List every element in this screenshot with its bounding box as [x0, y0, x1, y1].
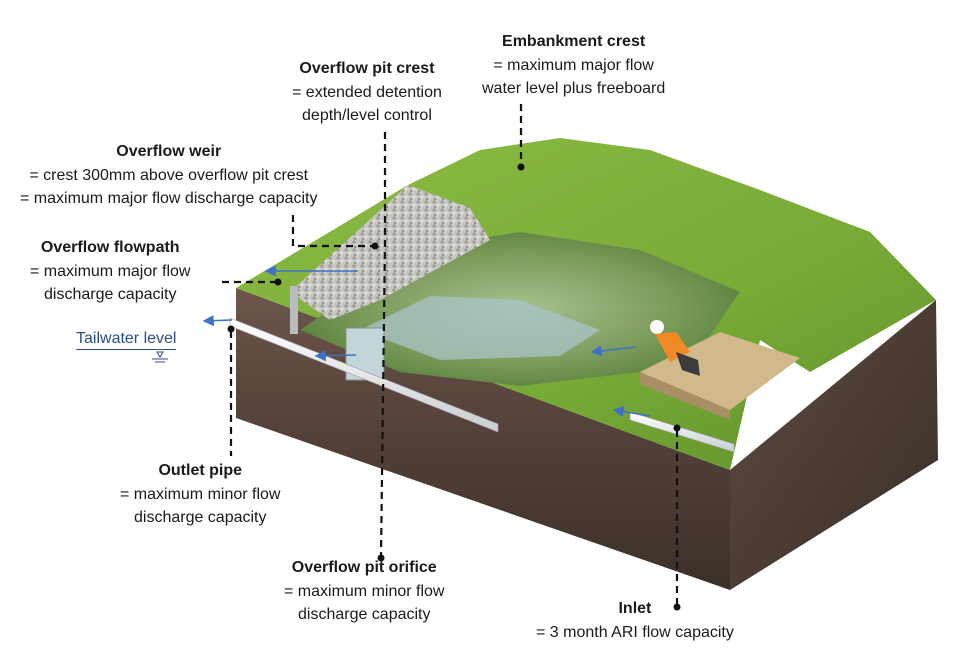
inlet-pad-side	[640, 372, 730, 420]
overflow-flowpath-title: Overflow flowpath	[40, 239, 180, 256]
embankment-crest-line1: = maximum major flow	[493, 56, 654, 74]
overflow-pit-crest-line1: = extended detention	[292, 83, 442, 101]
overflow-pit-crest-label: Overflow pit crest = extended detention …	[292, 57, 442, 128]
overflow-pit-orifice-title: Overflow pit orifice	[291, 559, 437, 576]
overflow-pit-orifice-line1: = maximum minor flow	[284, 582, 445, 600]
embankment-crest-line2: water level plus freeboard	[482, 80, 666, 97]
inlet-pad	[640, 332, 800, 410]
overflow-pit-crest-title: Overflow pit crest	[299, 60, 435, 77]
overflow-pit-orifice-label: Overflow pit orifice = maximum minor flo…	[284, 556, 444, 627]
outlet-pipe	[229, 317, 499, 433]
overflow-flowpath-line1: = maximum major flow	[30, 262, 191, 280]
embankment-crest-title: Embankment crest	[502, 33, 646, 50]
overflow-pit-orifice-line2: discharge capacity	[297, 606, 431, 623]
tailwater-symbol	[152, 351, 168, 363]
tailwater-level-label: Tailwater level	[76, 330, 177, 350]
overflow-flowpath-label: Overflow flowpath = maximum major flow d…	[30, 236, 190, 307]
overflow-weir-title: Overflow weir	[116, 143, 222, 160]
leader-lines	[222, 104, 679, 604]
inlet-title: Inlet	[618, 600, 652, 617]
soil-right-face	[730, 300, 938, 590]
embankment-crest-label: Embankment crest = maximum major flow wa…	[482, 30, 665, 101]
open-water	[360, 296, 600, 360]
overflow-pit-crest-line2: depth/level control	[302, 107, 432, 124]
worker-figure	[650, 320, 700, 376]
overflow-weir-line2: = maximum major flow discharge capacity	[20, 190, 318, 207]
outlet-pipe-line1: = maximum minor flow	[120, 485, 281, 503]
leader-dots	[227, 163, 681, 611]
gravel-embankment	[290, 185, 490, 320]
flow-arrows	[202, 265, 651, 418]
inlet-label: Inlet = 3 month ARI flow capacity	[536, 597, 734, 644]
inlet-pipe	[629, 411, 735, 453]
overflow-flowpath-line2: discharge capacity	[43, 286, 177, 303]
inlet-line1: = 3 month ARI flow capacity	[536, 623, 734, 641]
overflow-weir-line1: = crest 300mm above overflow pit crest	[29, 166, 309, 184]
overflow-weir-wall	[290, 286, 298, 334]
overflow-weir-label: Overflow weir = crest 300mm above overfl…	[20, 140, 317, 211]
outlet-pipe-label: Outlet pipe = maximum minor flow dischar…	[120, 459, 280, 530]
outlet-pipe-line2: discharge capacity	[133, 509, 267, 526]
outlet-pipe-title: Outlet pipe	[158, 462, 243, 479]
